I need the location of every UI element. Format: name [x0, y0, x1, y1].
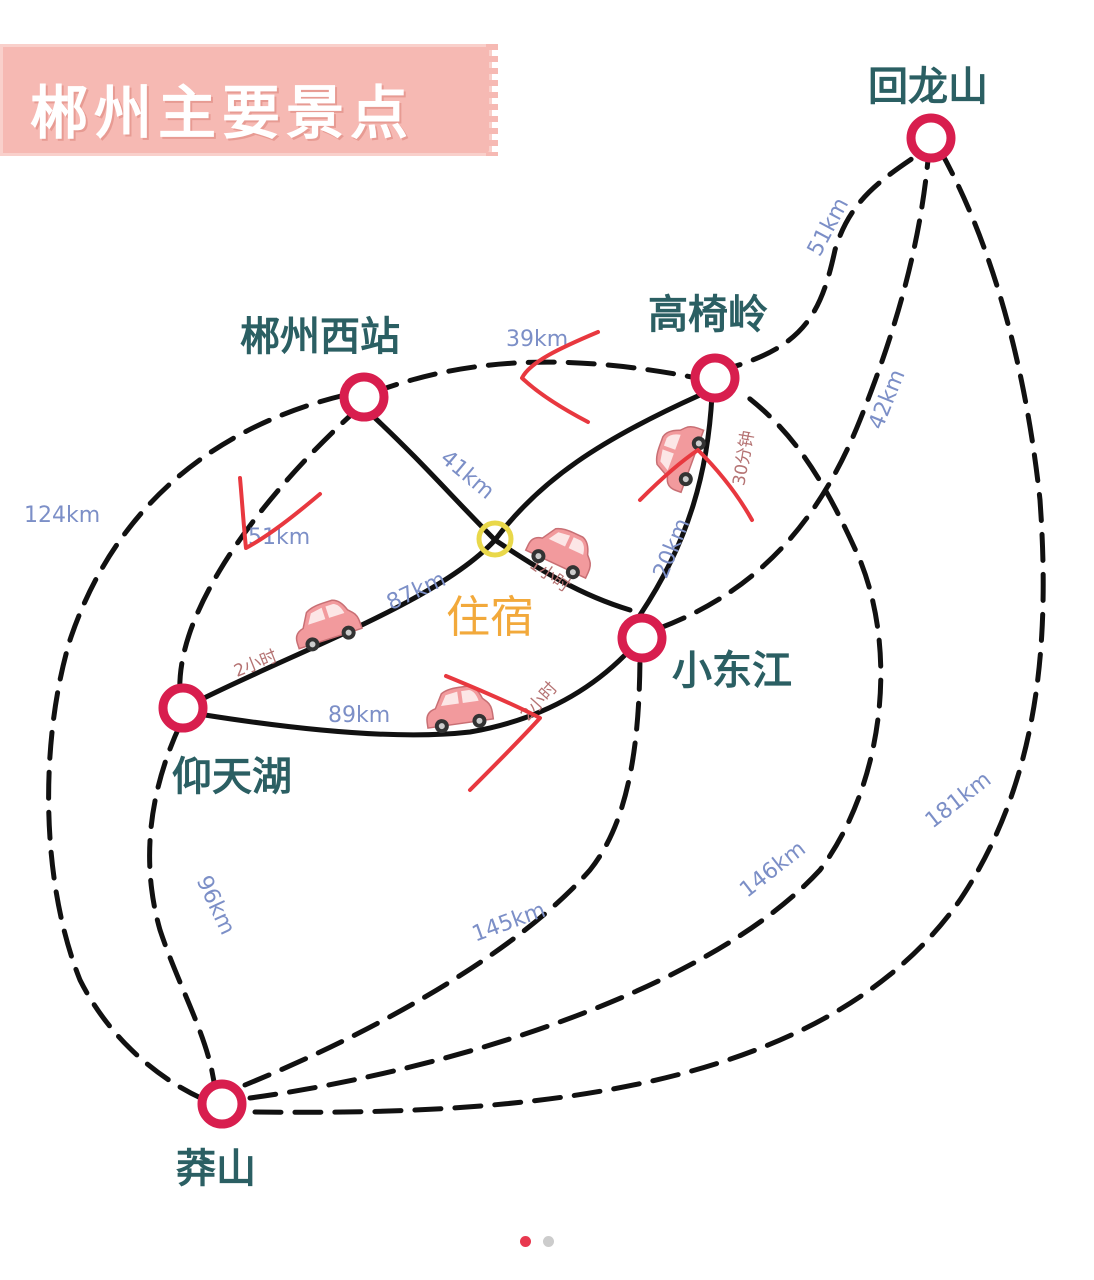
pagination-dots	[520, 1236, 554, 1247]
label-chenzhou-west: 郴州西站	[240, 314, 400, 360]
car-icon	[287, 593, 365, 657]
check-mark-icon	[638, 448, 754, 522]
route-yangtianhu-mangshan	[147, 722, 218, 1093]
page-dot[interactable]	[543, 1236, 554, 1247]
label-gaoyiling: 高椅岭	[648, 292, 768, 338]
check-mark-icon	[238, 476, 322, 550]
label-stay: 住宿	[446, 592, 534, 643]
label-mangshan: 莽山	[176, 1146, 256, 1192]
route-mangshan-huilongshan	[252, 147, 1046, 1115]
route-gaoyiling-huilongshan	[712, 147, 928, 375]
node-huilongshan	[906, 113, 956, 163]
dist-west-mangshan: 124km	[24, 503, 100, 528]
node-xiaodongjiang	[617, 613, 667, 663]
page-dot-active[interactable]	[520, 1236, 531, 1247]
route-west-yangtianhu	[177, 402, 365, 698]
node-mangshan	[197, 1079, 247, 1129]
title-banner: 郴州主要景点	[0, 44, 498, 156]
dist-stay-yangtianhu: 87km	[383, 567, 450, 616]
route-mangshan-gaoyiling	[247, 392, 884, 1101]
label-xiaodongjiang: 小东江	[672, 648, 792, 694]
route-yangtianhu-xiaodongjiang	[202, 652, 628, 738]
dist-mangshan-gaoyiling: 146km	[735, 836, 810, 903]
node-stay	[476, 520, 514, 558]
node-yangtianhu	[158, 683, 208, 733]
route-gaoyiling-stay-yangtianhu	[197, 392, 703, 703]
time-gaoyiling-xiaodongjiang: 30分钟	[729, 429, 758, 487]
label-huilongshan: 回龙山	[868, 64, 988, 110]
dist-yangtianhu-xiaodongjiang: 89km	[328, 703, 390, 728]
map-title: 郴州主要景点	[30, 79, 415, 147]
route-west-gaoyiling	[369, 359, 710, 396]
node-gaoyiling	[690, 353, 740, 403]
dist-mangshan-huilongshan: 181km	[921, 767, 996, 834]
label-yangtianhu: 仰天湖	[172, 754, 292, 800]
dist-west-stay: 41km	[435, 446, 499, 505]
node-chenzhou-west	[339, 372, 389, 422]
check-mark-icon	[444, 674, 542, 792]
route-west-mangshan-outer	[46, 392, 348, 1103]
dist-west-gaoyiling: 39km	[506, 327, 568, 352]
route-stay-xiaodongjiang	[492, 537, 633, 613]
time-stay-yangtianhu: 2小时	[231, 646, 280, 681]
check-mark-icon	[520, 330, 600, 424]
dist-west-yangtianhu: 51km	[248, 525, 310, 550]
dist-yangtianhu-mangshan: 96km	[191, 872, 240, 939]
dist-xiaodongjiang-huilongshan: 42km	[864, 366, 910, 433]
dist-gaoyiling-xiaodongjiang: 20km	[649, 515, 695, 582]
route-gaoyiling-xiaodongjiang	[637, 392, 715, 618]
route-west-stay	[372, 415, 498, 543]
route-xiaodongjiang-huilongshan	[657, 157, 931, 631]
route-mangshan-xiaodongjiang	[242, 647, 643, 1088]
